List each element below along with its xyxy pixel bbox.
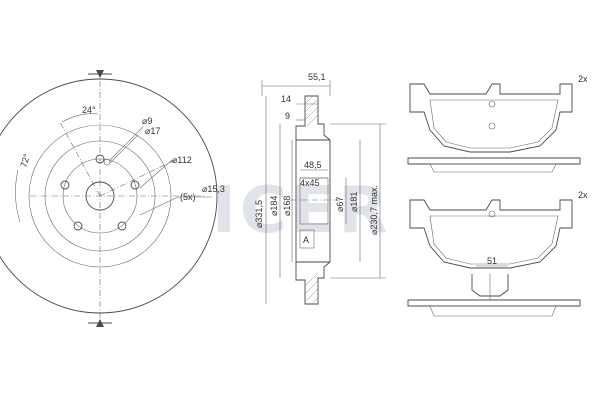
pad-pin-hole [488,100,496,108]
pad-bottom-friction [429,215,559,265]
pad-top-quantity: 2x [578,74,588,84]
bolt-hole [73,221,83,231]
dim-hole-mid: ⌀17 [145,126,160,136]
bolt-hole [117,221,127,231]
section-arrow-icon [96,319,104,327]
pad-pin-hole [488,210,496,218]
dim-hub-height: 48,5 [304,160,322,170]
dim-outer-diameter: ⌀331,5 [254,200,264,228]
dim-angle-small: 24° [82,105,96,115]
dim-angle-large: 72° [18,152,32,168]
leader-line [109,126,144,161]
pad-top-backing [409,83,573,153]
leader-line [139,196,179,216]
dim-184: ⌀184 [269,196,279,216]
bolt-hole [130,180,140,190]
pad-bottom-side-friction [429,305,557,317]
dim-168: ⌀168 [282,196,292,216]
dim-thickness: 14 [281,94,291,104]
angle-arc [15,169,21,223]
bolt-hole [60,180,70,190]
dim-pcd: ⌀112 [172,155,192,165]
disc-front-view: 24° 72° ⌀9 ⌀17 ⌀112 (5x) ⌀15,3 [0,70,225,327]
leader-line [109,134,139,164]
centerline-angle [99,159,176,197]
pad-top-friction [429,99,559,149]
dim-max-diameter: ⌀230,7 max. [369,185,379,235]
dim-bolt-diameter: ⌀15,3 [202,184,225,194]
locating-hole [103,158,111,166]
dim-181: ⌀181 [349,192,359,212]
section-arrow-icon [96,70,104,78]
pad-top-side-friction [429,163,557,173]
marker-box [299,229,315,249]
dim-chamfer: 4x45 [300,178,320,188]
centerline-angle [59,121,101,197]
dim-offset: 9 [285,111,290,121]
section-outline [295,95,331,305]
section-hatching [304,95,319,305]
dim-hole-small: ⌀9 [142,116,152,126]
dim-pad-width: 51 [487,256,497,266]
dim-bolt-count: (5x) [180,192,196,202]
dim-67: ⌀67 [335,197,345,212]
pad-bottom-side-backing [407,299,581,307]
angle-arc [61,113,99,123]
pad-top-side-backing [407,157,581,165]
leader-line [139,159,173,189]
brake-pads-view: 2x 2x 51 [407,74,588,317]
disc-section-view: A 55,1 14 9 48,5 4x45 ⌀331,5 ⌀184 ⌀168 ⌀… [254,72,386,305]
pad-pin-hole [488,122,496,130]
pad-bottom-backing [409,199,573,269]
section-marker-label: A [303,235,309,245]
dim-width-total: 55,1 [308,72,326,82]
pad-bottom-quantity: 2x [578,190,588,200]
